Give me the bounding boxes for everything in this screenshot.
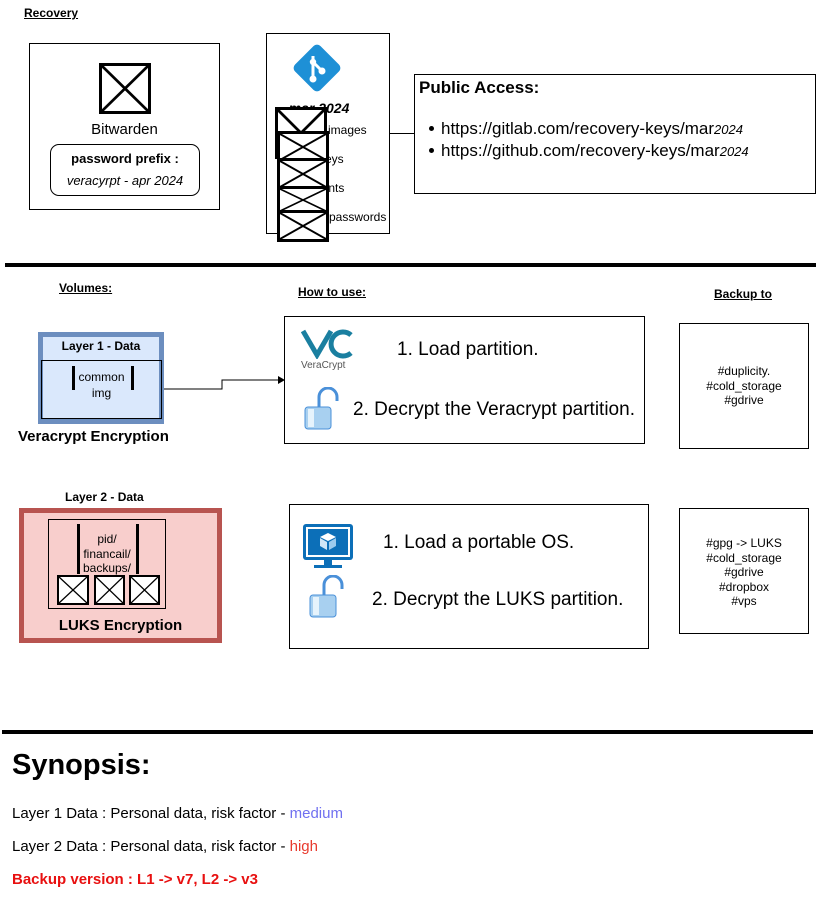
missing-image-icon <box>129 575 160 605</box>
layer1-title: Layer 1 - Data <box>61 339 141 353</box>
backup-target: #cold_storage <box>706 378 782 393</box>
luks-howto-box: 1. Load a portable OS. 2. Decrypt the LU… <box>289 504 649 649</box>
missing-image-icon <box>277 186 329 214</box>
backup-layer2-list: #gpg -> LUKS #cold_storage #gdrive #drop… <box>680 536 808 609</box>
backup-target: #dropbox <box>718 579 770 594</box>
veracrypt-logo-icon <box>301 329 353 359</box>
luks-step-2: 2. Decrypt the LUKS partition. <box>372 589 624 610</box>
folder-pid: pid/ <box>97 532 117 546</box>
layer1-volume: Layer 1 - Data common img <box>38 332 164 424</box>
backup-target: #duplicity. <box>717 364 771 378</box>
layer2-title: Layer 2 - Data <box>65 490 144 504</box>
gitlab-url-suffix: 2024 <box>714 122 743 137</box>
backup-target: #gdrive <box>724 565 764 579</box>
bitwarden-label: Bitwarden <box>91 121 158 138</box>
veracrypt-step-1: 1. Load partition. <box>397 339 539 360</box>
bitwarden-box: Bitwarden password prefix : veracyrpt - … <box>29 43 220 210</box>
layer1-item-img: img <box>91 386 112 400</box>
public-access-title: Public Access: <box>419 78 540 97</box>
howto-title: How to use: <box>298 285 366 299</box>
backup-title: Backup to <box>714 287 773 301</box>
github-url: https://github.com/recovery-keys/mar <box>441 141 720 160</box>
layer1-description: Layer 1 Data : Personal data, risk facto… <box>12 805 290 822</box>
git-icon <box>293 44 341 92</box>
folder-financial: financail/ <box>83 546 131 561</box>
layer1-item-common: common <box>78 370 125 384</box>
synopsis-line-2: Layer 2 Data : Personal data, risk facto… <box>12 838 318 855</box>
backup-version: Backup version : L1 -> v7, L2 -> v3 <box>12 871 258 888</box>
public-link-gitlab[interactable]: https://gitlab.com/recovery-keys/mar2024 <box>429 119 743 139</box>
layer1-arrow <box>164 376 285 390</box>
missing-image-icon <box>99 63 151 114</box>
backup-target: #cold_storage <box>706 550 782 565</box>
missing-image-icon <box>94 575 125 605</box>
layer2-volume: pid/ financail/ backups/ LUKS Encryption <box>19 508 222 643</box>
volumes-title: Volumes: <box>59 281 113 295</box>
github-url-suffix: 2024 <box>719 144 749 159</box>
padlock-icon <box>304 387 339 430</box>
prefix-title: password prefix : <box>71 151 179 166</box>
password-prefix-box: password prefix : veracyrpt - apr 2024 <box>50 144 200 196</box>
veracrypt-logo-text: VeraCrypt <box>301 360 346 371</box>
missing-image-icon <box>277 210 329 242</box>
backup-target: #gdrive <box>724 393 764 407</box>
monitor-icon <box>303 524 353 568</box>
repo-item-passwords: passwords <box>329 210 387 224</box>
backup-layer1-box: #duplicity. #cold_storage #gdrive <box>679 323 809 449</box>
veracrypt-howto-box: VeraCrypt 1. Load partition. 2. Decrypt … <box>284 316 645 444</box>
gitlab-url: https://gitlab.com/recovery-keys/mar <box>441 119 715 138</box>
layer1-caption: Veracrypt Encryption <box>18 428 169 445</box>
layer2-content-box: pid/ financail/ backups/ <box>48 519 166 609</box>
missing-image-icon <box>277 158 329 190</box>
layer2-caption: LUKS Encryption <box>58 617 183 634</box>
repo-connector <box>390 133 415 134</box>
missing-image-icon <box>57 575 89 605</box>
public-link-github[interactable]: https://github.com/recovery-keys/mar2024 <box>429 141 749 161</box>
synopsis-line-1: Layer 1 Data : Personal data, risk facto… <box>12 805 343 822</box>
backup-target: #gpg -> LUKS <box>706 536 782 550</box>
repo-item-images: images <box>328 123 367 137</box>
prefix-value: veracyrpt - apr 2024 <box>66 173 184 188</box>
backup-target: #vps <box>731 594 757 608</box>
section-divider <box>5 263 816 267</box>
luks-step-1: 1. Load a portable OS. <box>383 532 575 553</box>
folder-backups: backups/ <box>82 561 132 575</box>
layer2-description: Layer 2 Data : Personal data, risk facto… <box>12 838 290 855</box>
backup-layer2-box: #gpg -> LUKS #cold_storage #gdrive #drop… <box>679 508 809 634</box>
layer2-folders: pid/ financail/ backups/ <box>49 532 165 576</box>
public-access-box: Public Access: https://gitlab.com/recove… <box>414 74 816 194</box>
recovery-title: Recovery <box>24 6 79 20</box>
layer1-content-box: common img <box>41 360 162 419</box>
padlock-icon <box>309 575 344 618</box>
risk-medium: medium <box>289 805 343 822</box>
risk-high: high <box>289 838 318 855</box>
section-divider <box>2 730 813 734</box>
backup-layer1-list: #duplicity. #cold_storage #gdrive <box>680 364 808 408</box>
synopsis-title: Synopsis: <box>12 749 151 781</box>
veracrypt-step-2: 2. Decrypt the Veracrypt partition. <box>353 399 635 420</box>
